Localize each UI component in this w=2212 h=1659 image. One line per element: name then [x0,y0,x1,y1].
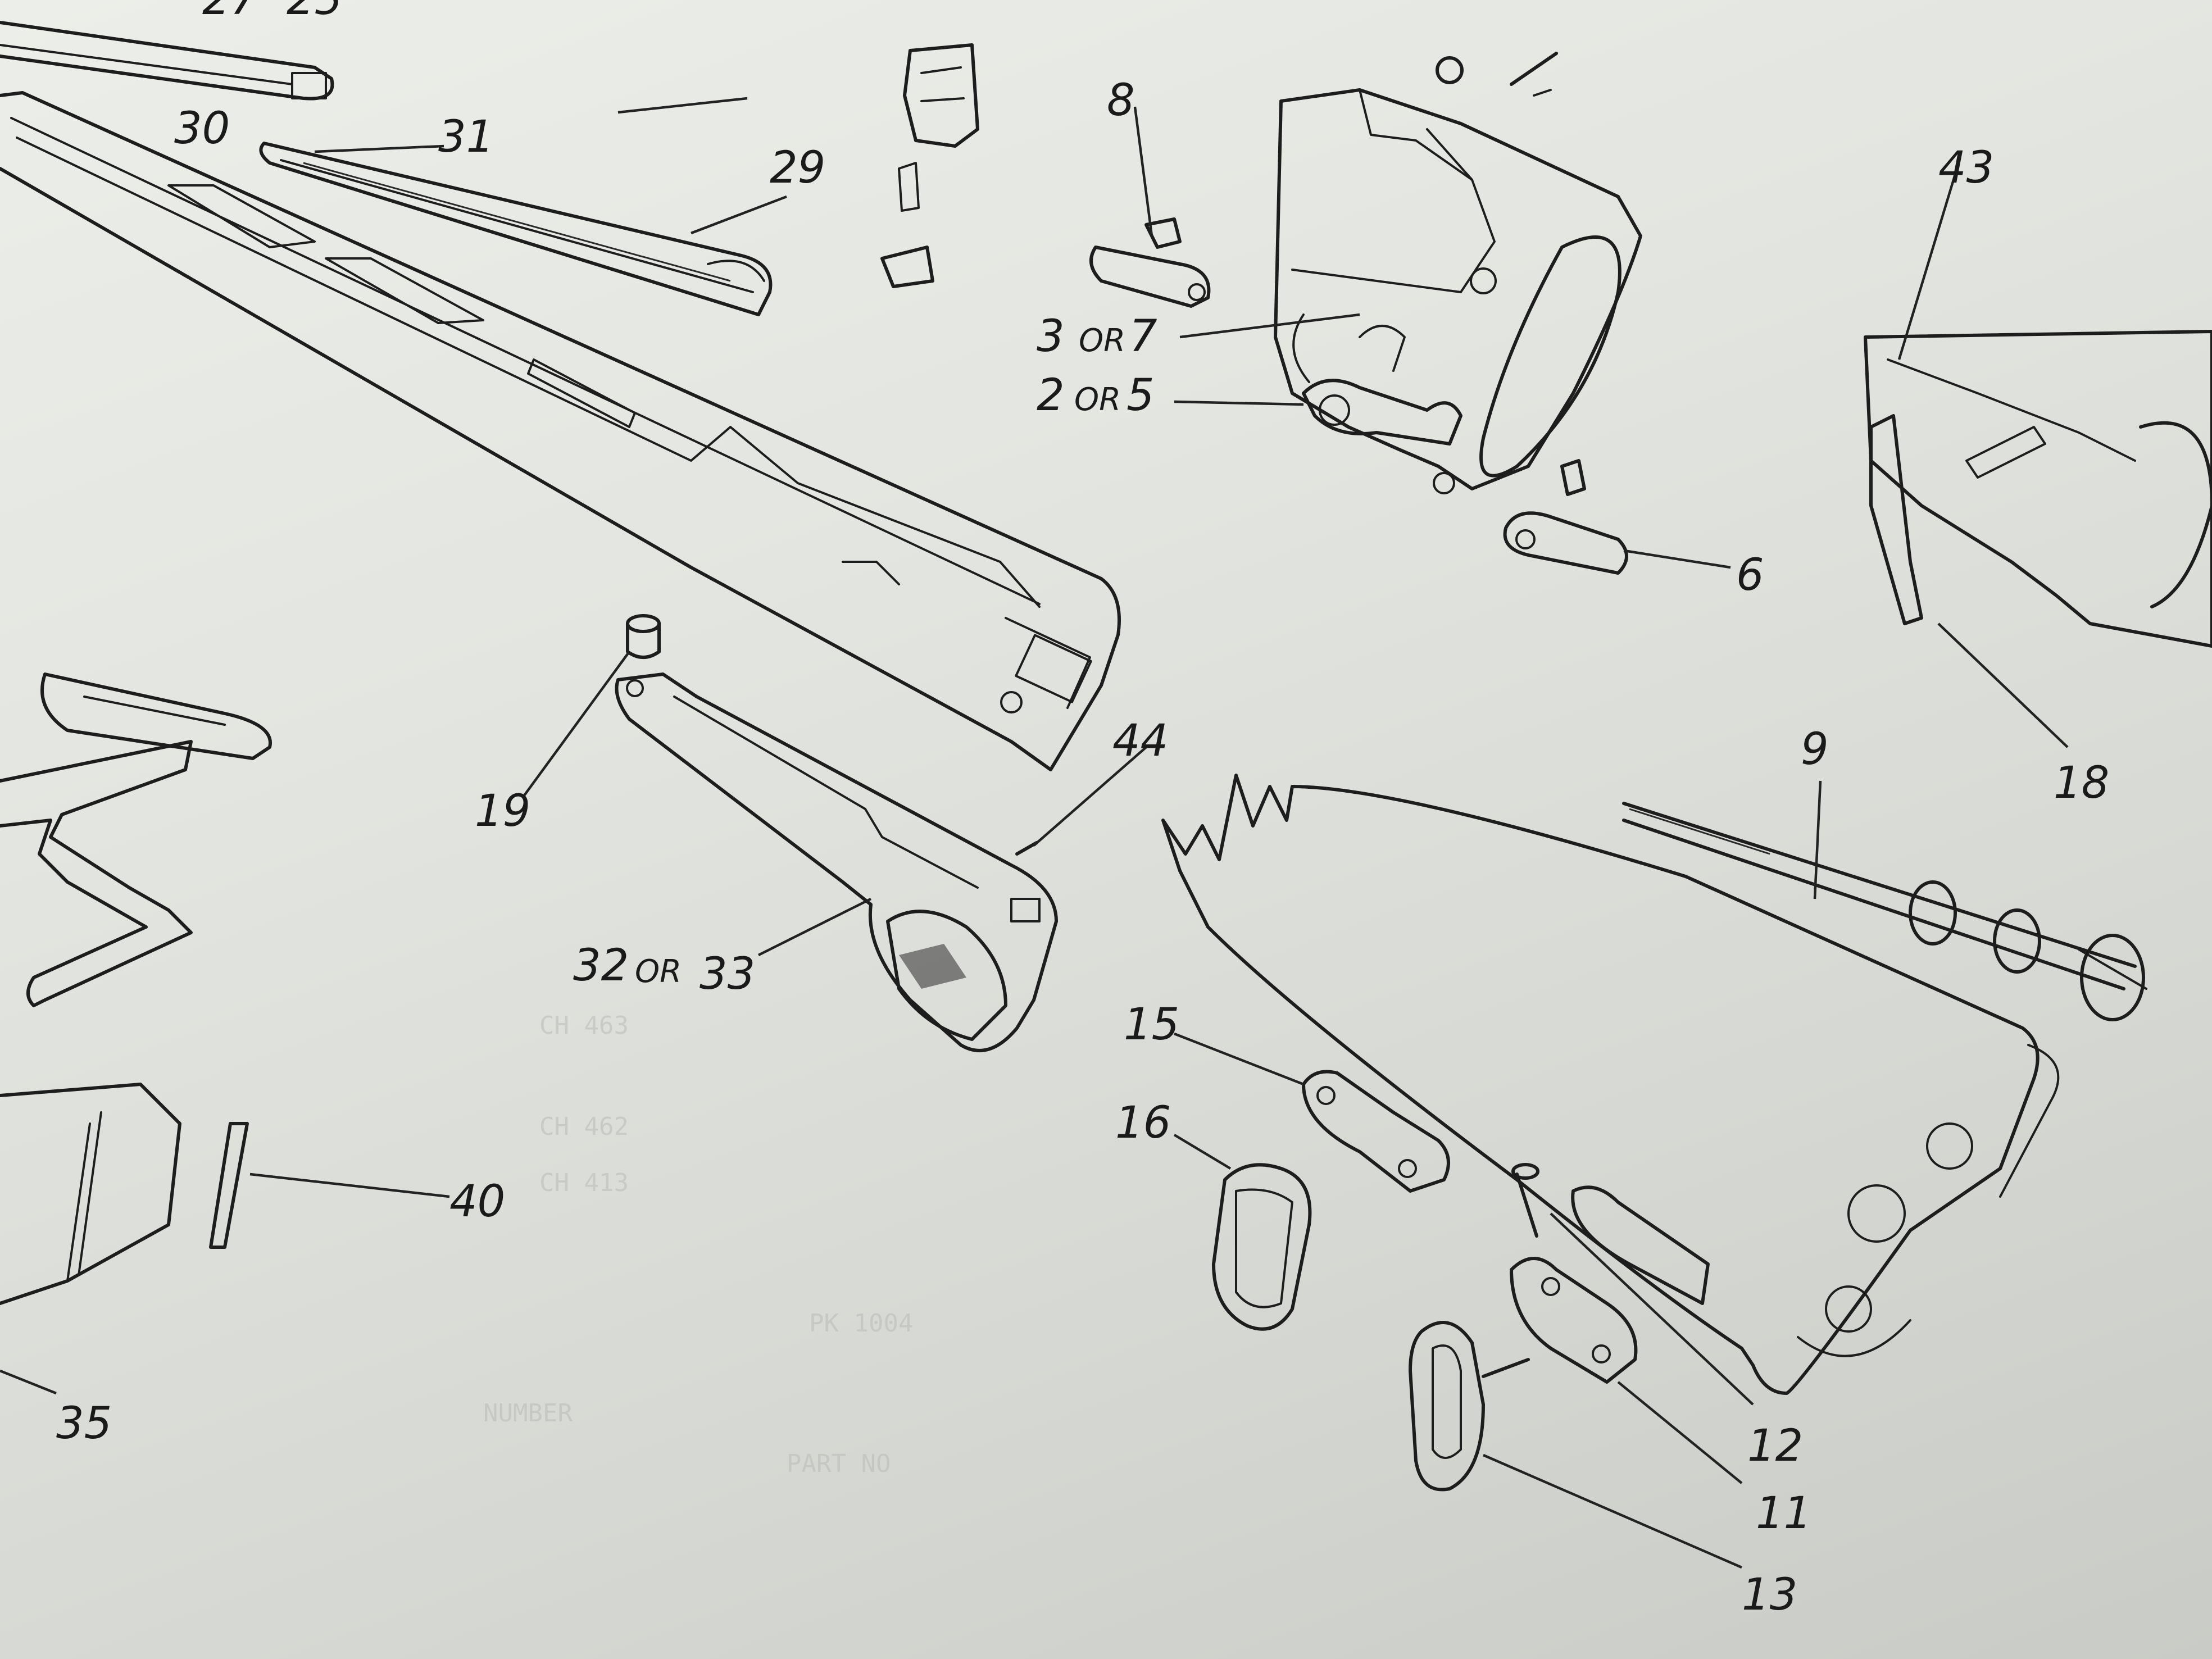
ghost-text-6: PART NO [787,1449,891,1478]
callout-31: 31 [438,112,494,162]
part-spring-band [0,740,193,1007]
callout-35: 35 [56,1398,112,1449]
leader-lines [0,97,2069,1569]
part-small-pins-top [1436,52,1558,97]
part-handguard-top [0,21,334,101]
callout-18: 18 [2054,758,2109,808]
part-swivel-plate-15 [1302,1070,1450,1193]
part-magazine-catch [880,43,979,288]
part-sling-loop-16 [1212,1163,1312,1331]
callout-40: 40 [449,1176,505,1227]
callout-19: 19 [475,786,530,837]
callout-25: 25 [287,0,342,25]
part-trigger-guard [615,672,1058,1052]
callout-or: OR [1079,322,1125,359]
part-trigger-6 [1503,459,1628,575]
part-butt-stock [1161,774,2060,1395]
part-screw-12 [1511,1163,1710,1305]
callout-6: 6 [1736,550,1764,601]
callout-3: 3 [1037,311,1065,362]
part-receiver [1274,88,1642,494]
callout-27: 27 [202,0,258,25]
callout-16: 16 [1115,1098,1171,1148]
callout-32: 32 [573,940,629,991]
part-stock-bolt [1622,802,2147,1021]
part-sear [1089,217,1211,308]
callout-32-or-33: 32 OR 33 [573,940,755,999]
callout-7: 7 [1129,311,1157,362]
callout-33: 33 [700,949,755,999]
part-swivel-base-11 [1510,1257,1638,1384]
callout-or: OR [1074,381,1121,418]
callout-43: 43 [1938,143,1994,193]
callout-3-or-7: 3 OR 7 [1037,311,1157,362]
part-nose-cap [40,672,272,760]
callout-2-or-5: 2 OR 5 [1037,370,1155,421]
bleed-through-text: CH 463 CH 462 CH 413 PK 1004 NUMBER PART… [483,1011,913,1478]
callout-labels: 27 25 30 31 29 8 3 OR 7 2 OR 5 6 43 18 1… [56,0,2109,1620]
part-handguard-rear [259,142,773,316]
callout-12: 12 [1747,1421,1803,1471]
part-sling-swivel-13 [1409,1321,1530,1492]
callout-11: 11 [1756,1488,1811,1539]
ghost-text-1: CH 463 [539,1011,629,1040]
callout-2: 2 [1037,370,1065,421]
ghost-text-4: PK 1004 [809,1309,913,1338]
part-bayonet-lug [0,1083,181,1305]
callout-13: 13 [1742,1570,1797,1620]
callout-9: 9 [1801,724,1829,775]
part-fore-end-stock [0,91,1121,771]
part-trigger-2-5 [1302,325,1462,446]
part-pin-40 [209,1122,249,1249]
callout-8: 8 [1107,75,1135,126]
callout-or: OR [635,953,682,990]
ghost-text-3: CH 413 [539,1169,629,1197]
part-rear-receiver [1864,330,2212,648]
callout-15: 15 [1124,999,1179,1050]
part-bushing-19 [626,614,661,659]
ghost-text-2: CH 462 [539,1112,629,1141]
ghost-text-5: NUMBER [483,1399,573,1428]
callout-29: 29 [770,143,825,193]
callout-30: 30 [174,103,230,154]
callout-5: 5 [1127,370,1155,421]
callout-44: 44 [1112,716,1168,766]
